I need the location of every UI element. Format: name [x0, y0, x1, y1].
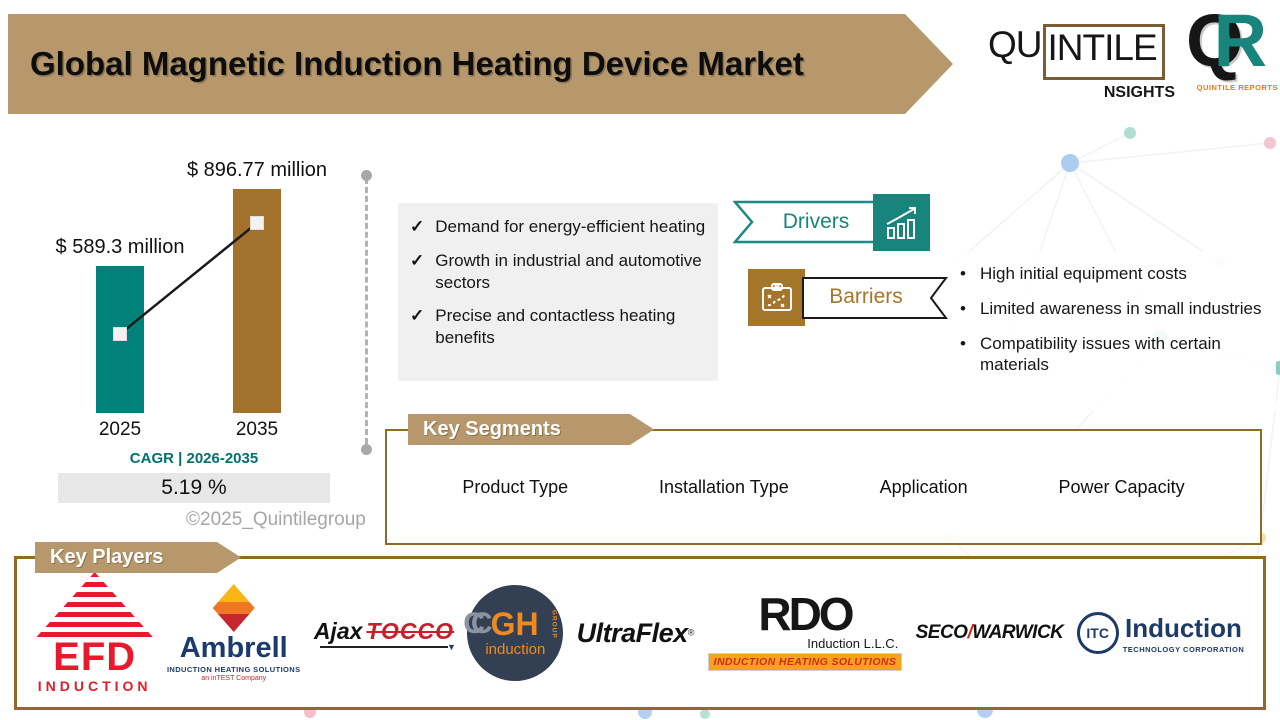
efd-pyramid-graphic — [35, 572, 154, 638]
trend-marker — [250, 216, 264, 230]
drivers-ribbon — [733, 200, 883, 244]
ajax-underline-graphic — [319, 642, 456, 652]
copyright-text: ©2025_Quintilegroup — [186, 509, 366, 530]
seco-name: SECO — [915, 622, 968, 643]
x-axis-label-2025: 2025 — [98, 419, 142, 440]
efd-name: EFD — [53, 635, 137, 679]
itc-sub: TECHNOLOGY CORPORATION — [1122, 644, 1245, 654]
gh-rings: CC — [463, 607, 493, 640]
qr-letter-q: Q — [1186, 0, 1244, 82]
gh-name: GH — [490, 606, 539, 642]
divider-dot-top — [361, 170, 372, 181]
logo-ambrell: Ambrell INDUCTION HEATING SOLUTIONS an i… — [167, 584, 301, 682]
qr-caption: QUINTILE REPORTS — [1196, 83, 1278, 92]
key-players-banner: Key Players — [35, 542, 241, 573]
ultraflex-reg: ® — [687, 627, 695, 638]
qi-boxed-letters: INTILE — [1042, 24, 1165, 80]
qr-letter-r: R — [1213, 0, 1268, 82]
segment-product-type: Product Type — [462, 476, 569, 497]
itc-circle: ITC — [1076, 612, 1119, 654]
efd-sub: INDUCTION — [37, 678, 152, 694]
tocco-name: TOCCO — [366, 618, 455, 644]
drivers-title: Drivers — [782, 210, 850, 233]
x-axis-label-2035: 2035 — [235, 419, 279, 440]
barrier-item: Limited awareness in small industries — [960, 298, 1270, 320]
ambrell-sub: INDUCTION HEATING SOLUTIONS — [166, 665, 301, 674]
bar-value-label-2025: $ 589.3 million — [55, 236, 185, 258]
driver-item: Growth in industrial and automotive sect… — [410, 250, 710, 294]
divider-dot-bottom — [361, 444, 372, 455]
ambrell-sub2: an inTEST Company — [201, 675, 267, 682]
qi-prefix: QU — [988, 24, 1042, 65]
rdo-name: RDO — [758, 588, 854, 641]
warwick-name: WARWICK — [972, 622, 1064, 643]
driver-item: Demand for energy-efficient heating — [410, 216, 710, 238]
quintile-reports-logo: Q R QUINTILE REPORTS — [1186, 0, 1278, 98]
header-banner: Global Magnetic Induction Heating Device… — [8, 14, 953, 114]
market-size-bar-chart: $ 589.3 million $ 896.77 million 2025 20… — [40, 130, 380, 450]
logo-ultraflex: UltraFlex® — [577, 618, 695, 649]
bar-value-label-2035: $ 896.77 million — [186, 159, 328, 181]
barriers-list: High initial equipment costs Limited awa… — [950, 251, 1276, 411]
rdo-banner-text: INDUCTION HEATING SOLUTIONS — [707, 652, 903, 671]
rdo-sub: Induction L.L.C. — [807, 635, 899, 651]
strategy-clipboard-icon — [748, 269, 805, 326]
barrier-item: Compatibility issues with certain materi… — [960, 333, 1270, 377]
ambrell-name: Ambrell — [179, 632, 288, 664]
logo-gh-induction: CC GH GROUP induction — [463, 585, 564, 681]
logo-itc-induction: ITC Induction TECHNOLOGY CORPORATION — [1076, 612, 1245, 654]
barrier-item: High initial equipment costs — [960, 263, 1270, 285]
key-segments-box: Product Type Installation Type Applicati… — [385, 429, 1262, 545]
barriers-ribbon — [802, 277, 948, 319]
logo-rdo-induction: RDO Induction L.L.C. INDUCTION HEATING S… — [707, 588, 903, 671]
driver-item: Precise and contactless heating benefits — [410, 305, 710, 349]
segment-installation-type: Installation Type — [659, 476, 789, 497]
cagr-period-label: CAGR | 2026-2035 — [129, 450, 259, 467]
qr-monogram: Q R — [1186, 0, 1278, 82]
cagr-value: 5.19 % — [58, 473, 330, 503]
gh-group: GROUP — [550, 609, 558, 639]
barriers-title: Barriers — [829, 285, 903, 308]
drivers-list: Demand for energy-efficient heating Grow… — [398, 203, 718, 381]
itc-name: Induction — [1124, 612, 1242, 643]
trend-marker — [113, 327, 127, 341]
growth-chart-icon — [873, 194, 930, 251]
ultraflex-name: UltraFlex — [576, 617, 689, 648]
key-players-box: EFD INDUCTION Ambrell INDUCTION HEATING … — [14, 556, 1266, 710]
seco-slash: / — [967, 622, 973, 643]
logo-efd-induction: EFD INDUCTION — [35, 572, 154, 694]
segment-application: Application — [879, 476, 968, 497]
logo-seco-warwick: SECO/WARWICK — [916, 622, 1064, 644]
vertical-dashed-divider — [365, 178, 368, 444]
gh-circle-graphic: CC GH GROUP induction — [463, 585, 564, 681]
ajax-name: Ajax — [313, 618, 363, 644]
ambrell-diamond-graphic — [212, 584, 255, 632]
key-segments-banner: Key Segments — [408, 414, 654, 445]
qi-insights-text: NSIGHTS — [1100, 84, 1176, 102]
page-title: Global Magnetic Induction Heating Device… — [30, 44, 804, 82]
segment-power-capacity: Power Capacity — [1058, 476, 1185, 497]
gh-induction-text: induction — [485, 641, 546, 658]
